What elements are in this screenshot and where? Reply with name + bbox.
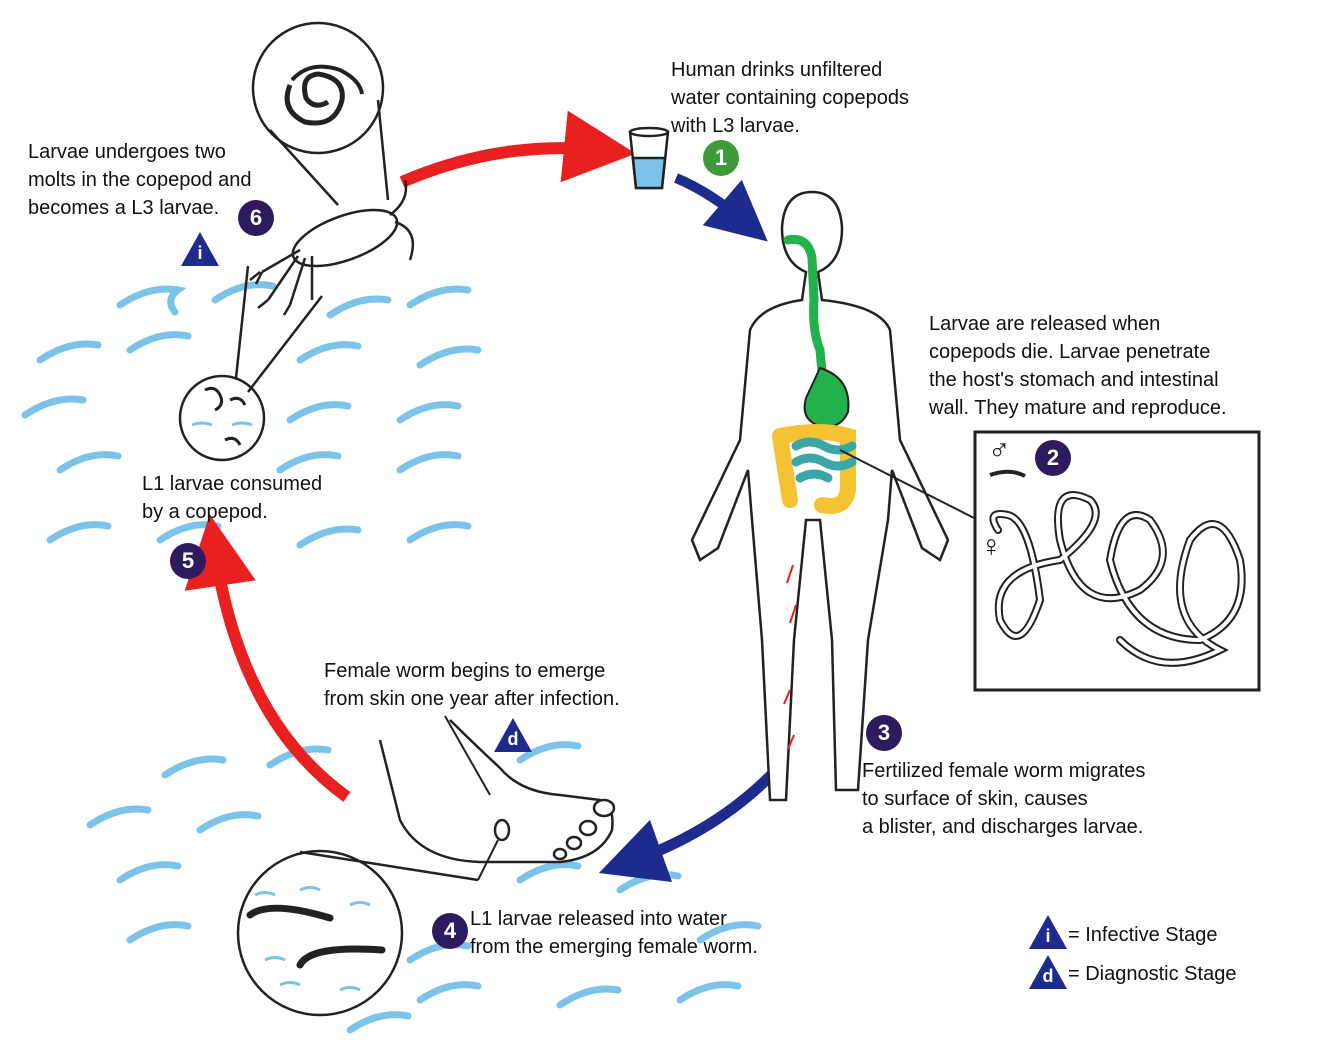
step-1-line: Human drinks unfiltered xyxy=(671,59,883,81)
small-intestine xyxy=(791,437,857,483)
legend-diagnostic-text: = Diagnostic Stage xyxy=(1068,963,1237,985)
step-5-line: by a copepod. xyxy=(142,501,268,523)
step-3-badge: 3 xyxy=(866,715,902,751)
pointer-line-foot xyxy=(477,839,499,881)
step-6-label: Larvae undergoes two molts in the copepo… xyxy=(28,138,252,222)
arrow-blue-drink xyxy=(674,173,768,242)
adult-worms-box xyxy=(973,430,1261,692)
legend-infective-marker: i xyxy=(1029,915,1067,949)
step-3-label: Fertilized female worm migrates to surfa… xyxy=(862,757,1145,841)
step-1-line: with L3 larvae. xyxy=(671,115,800,137)
step-5-badge: 5 xyxy=(170,543,206,579)
water-glass xyxy=(628,126,670,190)
pointer-line-emerge xyxy=(444,715,491,796)
l1-released-magnifier xyxy=(236,849,479,1017)
step-2-line: the host's stomach and intestinal xyxy=(929,369,1219,391)
emerge-caption-line: Female worm begins to emerge xyxy=(324,660,606,682)
foot xyxy=(378,719,616,864)
step-3-line: Fertilized female worm migrates xyxy=(862,760,1146,782)
step-6-line: molts in the copepod and xyxy=(28,169,252,191)
legend-diagnostic-marker: d xyxy=(1029,955,1067,989)
infective-stage-marker: i xyxy=(181,232,219,266)
step-6-line: becomes a L3 larvae. xyxy=(28,197,220,219)
human-body xyxy=(690,190,950,802)
l3-larva-magnifier xyxy=(251,21,390,206)
male-symbol: ♂ xyxy=(988,434,1011,467)
step-4-label: L1 larvae released into water from the e… xyxy=(470,905,758,961)
emerge-caption-line: from skin one year after infection. xyxy=(324,688,620,710)
pond-waves-upper xyxy=(21,281,482,549)
step-2-line: copepods die. Larvae penetrate xyxy=(929,341,1211,363)
esophagus xyxy=(783,234,827,377)
step-3-line: a blister, and discharges larvae. xyxy=(862,816,1144,838)
step-6-badge: 6 xyxy=(238,200,274,236)
infective-stage-letter: i xyxy=(197,243,203,263)
step-6-line: Larvae undergoes two xyxy=(28,141,226,163)
step-2-badge: 2 xyxy=(1035,440,1071,476)
legend-infective-text: = Infective Stage xyxy=(1068,924,1218,946)
step-4-badge: 4 xyxy=(432,913,468,949)
step-4-line: L1 larvae released into water xyxy=(470,908,727,930)
female-symbol: ♀ xyxy=(980,530,1003,563)
step-2-line: wall. They mature and reproduce. xyxy=(929,397,1227,419)
arrow-blue-lower xyxy=(598,764,783,883)
legend-diagnostic-letter: d xyxy=(1042,966,1054,986)
step-2-line: Larvae are released when xyxy=(929,313,1161,335)
step-4-line: from the emerging female worm. xyxy=(470,936,758,958)
diagnostic-stage-marker: d xyxy=(494,718,532,752)
emerge-caption: Female worm begins to emerge from skin o… xyxy=(324,657,620,713)
step-1-badge: 1 xyxy=(703,140,739,176)
step-3-line: to surface of skin, causes xyxy=(862,788,1088,810)
diagnostic-stage-letter: d xyxy=(507,729,519,749)
pointer-line-worm xyxy=(839,449,979,521)
migrating-worm xyxy=(783,564,797,750)
colon xyxy=(772,424,856,514)
arrow-red-left xyxy=(184,514,351,802)
copepod xyxy=(249,179,415,316)
pond-waves-lower xyxy=(86,741,762,1034)
arrow-red-top xyxy=(399,110,636,188)
step-2-label: Larvae are released when copepods die. L… xyxy=(929,310,1227,422)
legend-infective-letter: i xyxy=(1045,926,1051,946)
l1-consumed-magnifier xyxy=(178,265,323,462)
step-5-label: L1 larvae consumed by a copepod. xyxy=(142,470,322,526)
step-1-label: Human drinks unfiltered water containing… xyxy=(671,56,909,140)
step-5-line: L1 larvae consumed xyxy=(142,473,323,495)
step-1-line: water containing copepods xyxy=(671,87,909,109)
